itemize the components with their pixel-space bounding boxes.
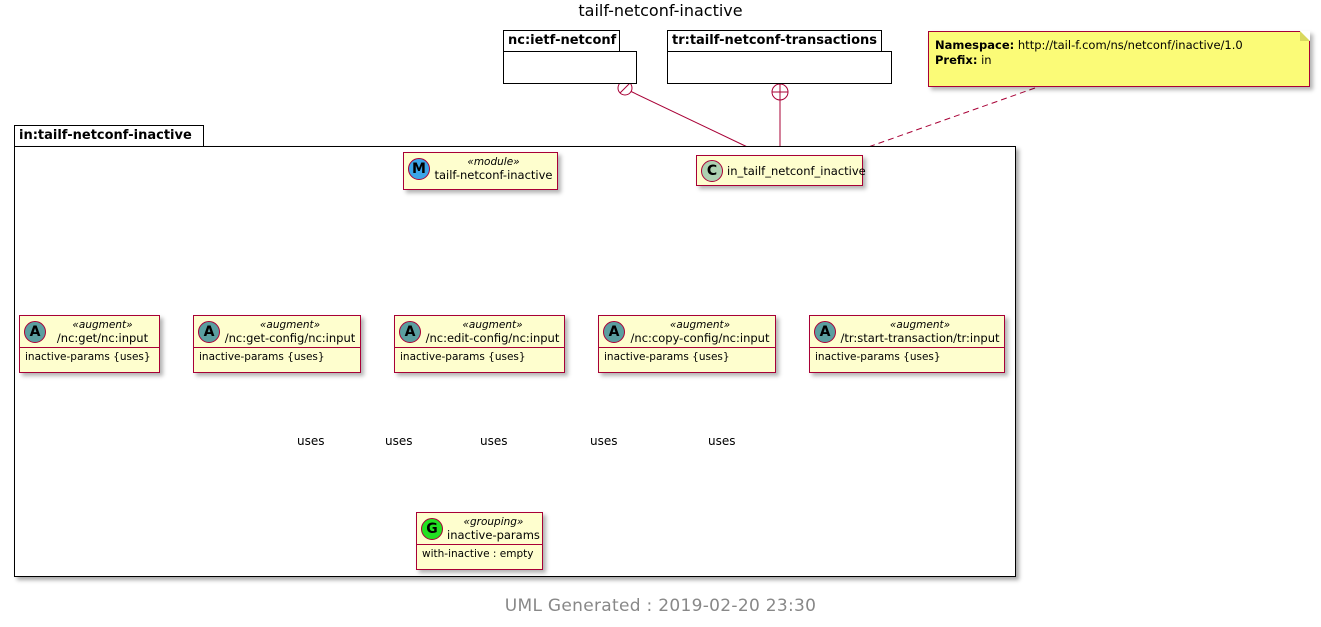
uses-label: uses <box>590 434 618 448</box>
augment-node-copy-config[interactable]: A «augment» /nc:copy-config/nc:input ina… <box>598 315 776 373</box>
note-connector <box>839 87 1036 158</box>
package-ietf-netconf[interactable] <box>503 51 637 84</box>
package-transactions-label: tr:tailf-netconf-transactions <box>672 33 878 48</box>
augment-node-get-config[interactable]: A «augment» /nc:get-config/nc:input inac… <box>193 315 361 373</box>
uses-label: uses <box>708 434 736 448</box>
module-node[interactable]: M «module» tailf-netconf-inactive <box>403 152 558 190</box>
diagram-title: tailf-netconf-inactive <box>578 1 743 20</box>
grouping-stereotype: «grouping» <box>463 516 524 528</box>
augment-node-header: A «augment» /tr:start-transaction/tr:inp… <box>810 316 1004 347</box>
note-namespace-label: Namespace: <box>935 38 1015 52</box>
uses-label: uses <box>480 434 508 448</box>
augment-name: /nc:get-config/nc:input <box>224 331 356 345</box>
module-stereotype: «module» <box>467 156 520 168</box>
augment-stereotype: «augment» <box>462 319 523 331</box>
augment-attribute: inactive-params {uses} <box>194 347 360 367</box>
augment-node-header: A «augment» /nc:get/nc:input <box>20 316 159 347</box>
augment-attribute: inactive-params {uses} <box>395 347 564 367</box>
augment-attribute: inactive-params {uses} <box>599 347 775 367</box>
package-main-label: in:tailf-netconf-inactive <box>19 128 192 143</box>
generated-footer: UML Generated : 2019-02-20 23:30 <box>504 596 817 616</box>
augment-stereotype: «augment» <box>259 319 321 331</box>
augment-node-header: A «augment» /nc:copy-config/nc:input <box>599 316 775 347</box>
module-m-icon: M <box>408 158 430 180</box>
package-ietf-netconf-tab: nc:ietf-netconf <box>503 30 620 52</box>
augment-stereotype: «augment» <box>889 319 951 331</box>
augment-name: /nc:edit-config/nc:input <box>425 331 560 345</box>
nesting-connector-transactions <box>771 83 789 153</box>
note-prefix-label: Prefix: <box>935 53 978 67</box>
augment-node-header: A «augment» /nc:edit-config/nc:input <box>395 316 564 347</box>
note-prefix-value: in <box>981 53 992 67</box>
package-transactions-tab: tr:tailf-netconf-transactions <box>667 30 882 52</box>
uses-label: uses <box>385 434 413 448</box>
grouping-name: inactive-params <box>447 528 540 542</box>
augment-node-start-transaction[interactable]: A «augment» /tr:start-transaction/tr:inp… <box>809 315 1005 373</box>
package-ietf-netconf-label: nc:ietf-netconf <box>508 33 617 48</box>
package-main-tab: in:tailf-netconf-inactive <box>14 125 204 147</box>
uses-label: uses <box>297 434 325 448</box>
augment-stereotype: «augment» <box>669 319 731 331</box>
note-namespace-value: http://tail-f.com/ns/netconf/inactive/1.… <box>1017 38 1243 52</box>
augment-name: /tr:start-transaction/tr:input <box>840 331 1000 345</box>
augment-a-icon: A <box>198 321 220 343</box>
package-transactions[interactable] <box>667 51 892 84</box>
augment-attribute: inactive-params {uses} <box>810 347 1004 367</box>
grouping-node[interactable]: G «grouping» inactive-params with-inacti… <box>416 512 543 570</box>
module-node-header: M «module» tailf-netconf-inactive <box>404 153 557 184</box>
augment-name: /nc:get/nc:input <box>56 331 149 345</box>
nesting-connector-ietf <box>617 80 761 154</box>
class-node-header: C in_tailf_netconf_inactive <box>697 156 866 184</box>
augment-name: /nc:copy-config/nc:input <box>630 331 770 345</box>
namespace-note: Namespace: http://tail-f.com/ns/netconf/… <box>928 31 1310 87</box>
augment-a-icon: A <box>399 321 421 343</box>
augment-node-edit-config[interactable]: A «augment» /nc:edit-config/nc:input ina… <box>394 315 565 373</box>
augment-node-get[interactable]: A «augment» /nc:get/nc:input inactive-pa… <box>19 315 160 373</box>
augment-node-header: A «augment» /nc:get-config/nc:input <box>194 316 360 347</box>
augment-attribute: inactive-params {uses} <box>20 347 159 367</box>
class-name: in_tailf_netconf_inactive <box>727 164 866 178</box>
note-prefix-line: Prefix: in <box>935 53 1303 68</box>
grouping-attribute: with-inactive : empty <box>417 544 542 564</box>
module-name: tailf-netconf-inactive <box>434 168 553 182</box>
augment-stereotype: «augment» <box>72 319 133 331</box>
class-node[interactable]: C in_tailf_netconf_inactive <box>696 155 866 186</box>
note-fold-corner <box>1300 31 1310 41</box>
note-namespace-line: Namespace: http://tail-f.com/ns/netconf/… <box>935 38 1303 53</box>
augment-a-icon: A <box>603 321 625 343</box>
augment-a-icon: A <box>814 321 836 343</box>
augment-a-icon: A <box>24 321 46 343</box>
grouping-node-header: G «grouping» inactive-params <box>417 513 542 544</box>
grouping-g-icon: G <box>421 518 443 540</box>
class-c-icon: C <box>701 160 723 182</box>
